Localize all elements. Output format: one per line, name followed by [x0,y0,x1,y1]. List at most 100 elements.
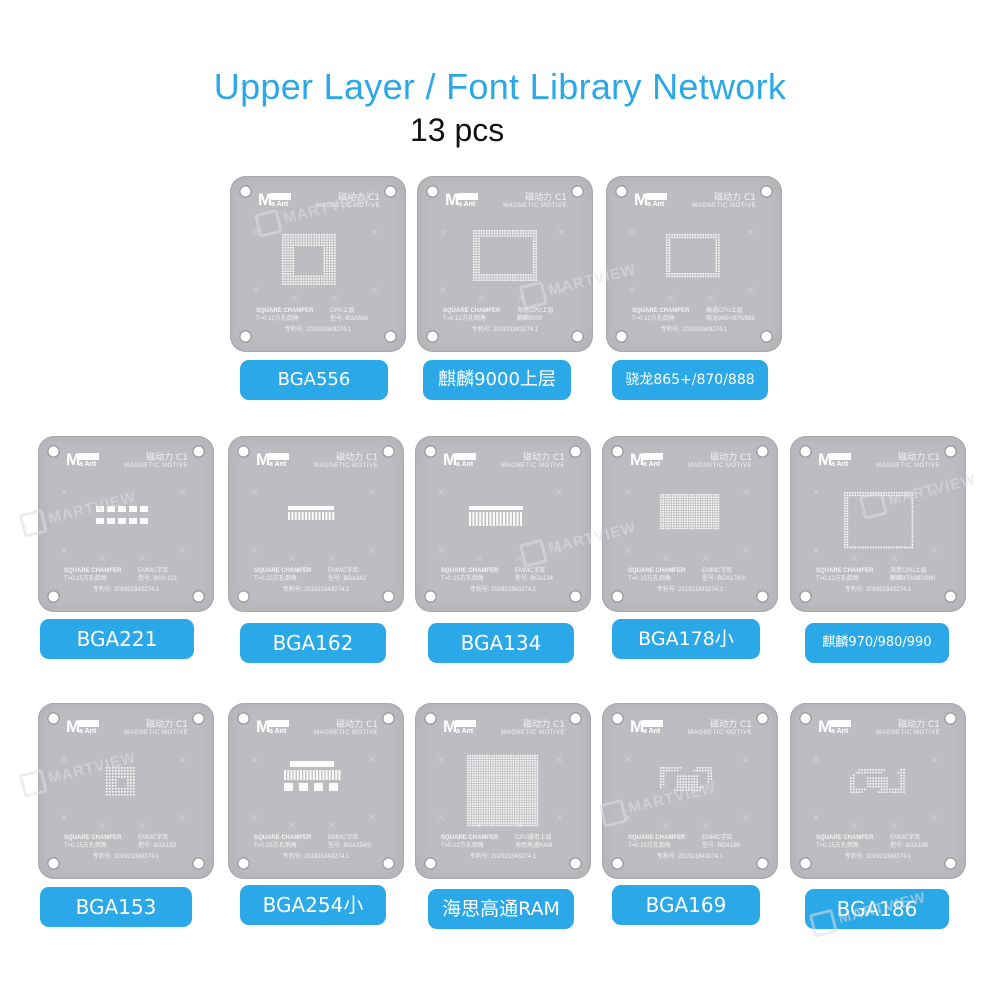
solder-pad [124,794,126,796]
solder-pad [493,812,495,815]
solder-pad [880,783,883,785]
solder-pad [699,767,701,769]
solder-pad [534,810,536,812]
model-text: 型号: BGA178小 [702,576,747,582]
solder-pad [500,807,503,810]
square-chamfer-text: SQUARE CHAMFER [441,568,499,574]
solder-pad [692,273,694,275]
solder-pad [527,817,529,819]
solder-pad [505,771,507,774]
solder-pad [718,265,720,267]
solder-pad [498,800,500,803]
alignment-mark: ✕ [890,554,899,565]
solder-pad [493,807,495,810]
solder-pad [849,492,851,494]
solder-pad [471,819,474,822]
brand-logo-m: M [818,450,833,469]
solder-pad [481,800,483,803]
solder-pad [517,805,519,807]
solder-pad [469,506,523,510]
solder-pad [503,791,505,793]
solder-pad [662,496,664,498]
solder-pad [479,767,481,769]
alignment-mark: ✕ [555,813,564,824]
solder-pad [872,546,875,549]
solder-pad [334,236,336,239]
solder-pad [517,783,519,786]
solder-pad [888,492,890,494]
solder-pad [522,793,524,795]
solder-pad [846,536,849,538]
solder-pad [676,527,679,530]
model-block: CPU上层型号: BGA556 [330,307,380,323]
solder-pad [488,779,491,781]
solder-pad [532,256,535,258]
solder-pad [886,785,888,788]
solder-pad [480,232,483,235]
solder-pad [660,778,662,780]
solder-pad [872,771,874,774]
solder-pad [530,235,532,237]
solder-pad [118,506,126,512]
solder-pad [289,265,292,267]
type-text: EMMC字库 [138,835,169,841]
solder-pad [715,510,717,513]
solder-pad [715,518,717,520]
solder-pad [486,764,488,767]
solder-pad [844,505,846,507]
thickness-text: T=0.15方孔倒角 [64,843,107,849]
solder-pad [715,254,717,257]
solder-pad [696,515,698,518]
solder-pad [310,239,313,241]
solder-pad [483,819,486,822]
solder-pad [491,764,493,767]
solder-pad [512,815,515,817]
solder-pad [674,508,676,510]
mounting-hole [237,445,250,458]
solder-pad [510,779,512,781]
solder-pad [289,267,292,270]
mounting-hole [382,590,395,603]
solder-pad [693,783,696,786]
solder-pad [292,236,294,239]
solder-pad [512,824,515,827]
solder-pad [479,786,481,788]
solder-pad [718,239,720,241]
solder-pad [491,798,493,800]
solder-pad [323,273,326,275]
model-block: EMMC字库型号: BGA254小 [328,834,378,850]
bga-pad-pattern [106,767,135,796]
solder-pad [686,496,688,498]
magnetic-label-cn: 磁动力 C1 [710,720,752,730]
solder-pad [498,779,500,781]
solder-pad [332,770,334,780]
solder-pad [704,767,707,769]
solder-pad [515,764,517,767]
solder-pad [880,492,882,494]
solder-pad [532,253,535,255]
solder-pad [703,515,705,518]
alignment-mark: ✕ [515,821,524,832]
solder-pad [717,508,720,510]
solder-pad [517,776,519,779]
solder-pad [507,779,510,781]
solder-pad [129,506,137,512]
solder-pad [851,492,854,494]
solder-pad [674,769,676,772]
solder-pad [290,761,334,767]
solder-pad [666,275,668,278]
solder-pad [488,810,491,812]
solder-pad [495,817,498,819]
solder-pad [491,757,493,759]
solder-pad [328,770,331,780]
type-text: EMMC字库 [328,835,359,841]
solder-pad [667,508,669,510]
solder-pad [282,241,284,244]
solder-pad [886,780,888,782]
solder-pad [486,812,488,815]
patent-text: 专利号: 201921843274.1 [660,327,728,333]
solder-pad [289,241,292,244]
alignment-mark: ✕ [557,228,566,239]
